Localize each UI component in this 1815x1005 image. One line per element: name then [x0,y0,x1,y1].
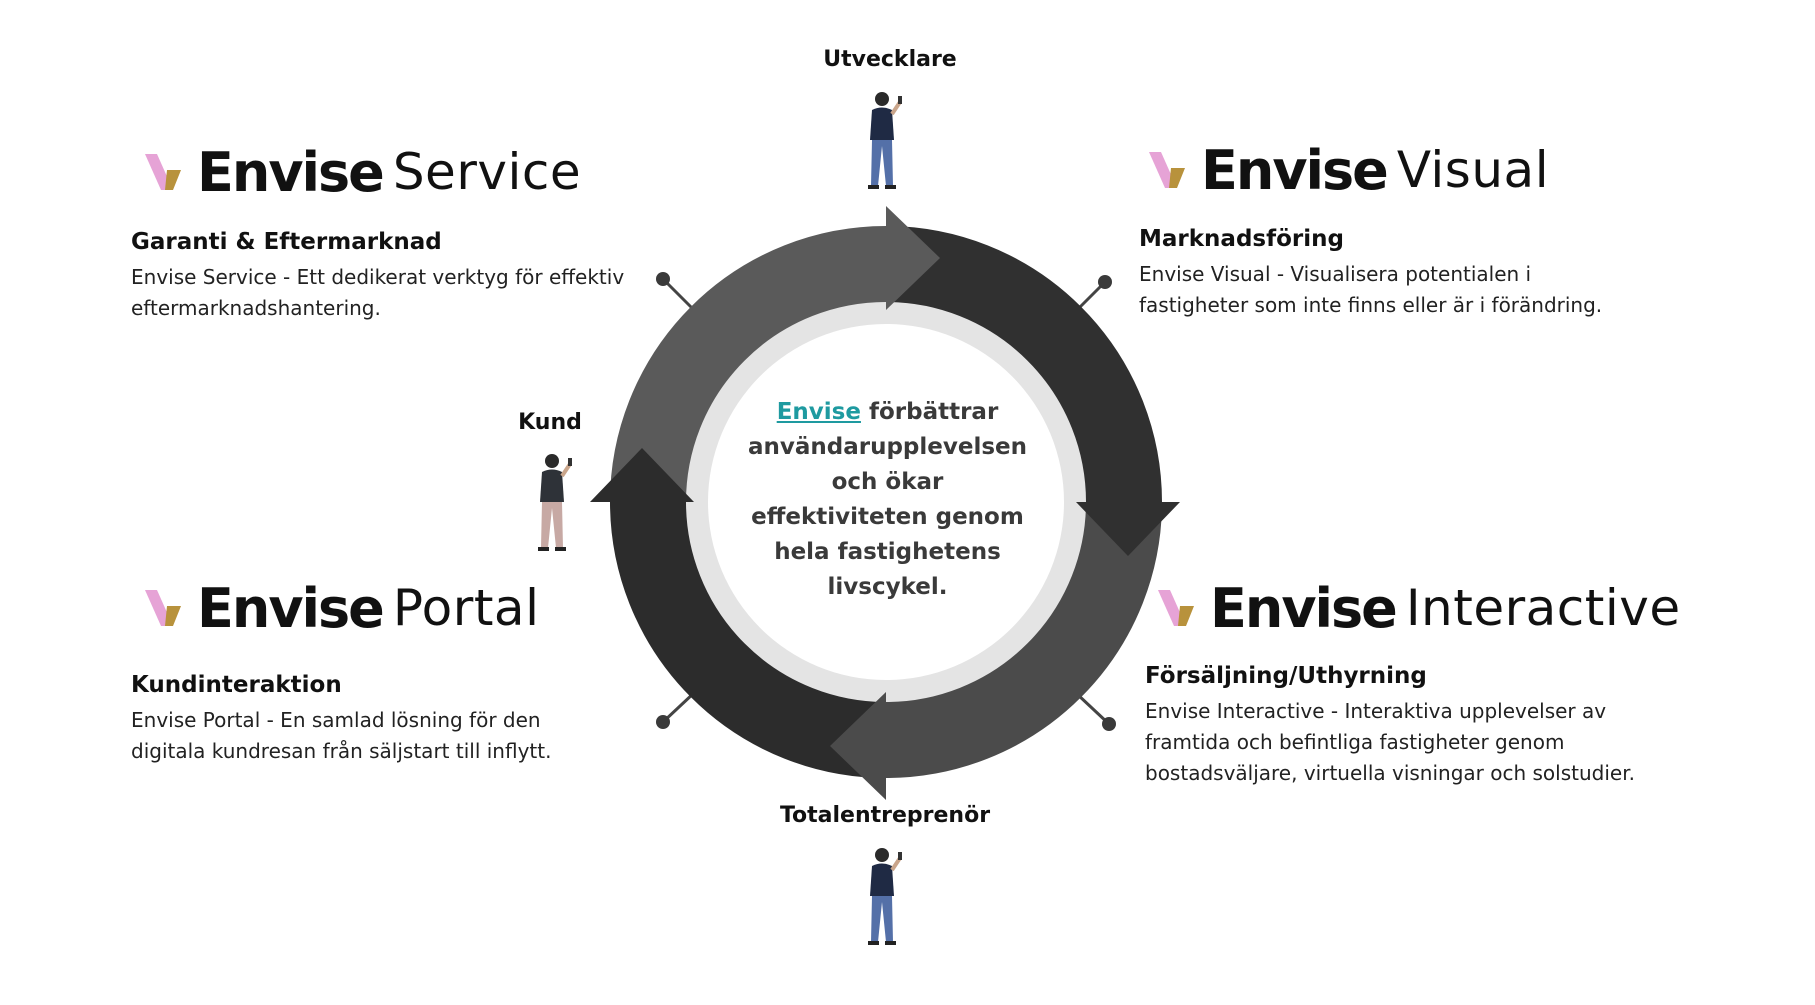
brand-name: Envise [1210,576,1398,640]
role-top: Utvecklare [823,47,957,72]
ring-segment-bottom-right [885,501,1162,778]
product-name: Portal [392,579,540,637]
connector-dot [656,715,670,729]
product-name: Interactive [1405,579,1681,637]
logo-envise-interactive: Envise Interactive [1156,573,1681,643]
envise-logo-icon [1149,152,1185,188]
arrow-head-top [886,206,940,310]
role-bottom: Totalentreprenör [779,803,991,828]
center-statement: Envise förbättrar användarupplevelsen oc… [745,395,1030,605]
envise-logo-icon [145,154,181,190]
person-icon [868,92,902,189]
description-service: Envise Service - Ett dedikerat verktyg f… [131,265,625,320]
ring-segment-top-left [610,226,887,503]
heading-visual: Marknadsföring [1139,226,1344,252]
description-interactive: Envise Interactive - Interaktiva uppleve… [1145,699,1635,785]
center-text: förbättrar användarupplevelsen och ökar … [747,399,1028,600]
connector-dot [1102,717,1116,731]
product-name: Visual [1396,141,1550,199]
cycle-arrow-icon [610,226,1162,778]
envise-link[interactable]: Envise [776,399,861,425]
arrow-head-right [1076,502,1180,556]
heading-service: Garanti & Eftermarknad [131,229,442,255]
connector-dot [1098,275,1112,289]
person-icon [538,454,572,551]
arrow-head-bottom [830,692,886,800]
arrow-head-left [590,448,694,502]
logo-envise-service: Envise Service [143,137,581,207]
description-portal: Envise Portal - En samlad lösning för de… [131,708,552,763]
envise-logo-icon [145,590,181,626]
logo-envise-portal: Envise Portal [143,573,539,643]
connector-dot [656,272,670,286]
envise-logo-icon [1158,590,1194,626]
product-name: Service [392,143,582,201]
logo-envise-visual: Envise Visual [1147,135,1549,205]
brand-name: Envise [197,576,385,640]
heading-interactive: Försäljning/Uthyrning [1145,663,1427,689]
brand-name: Envise [1201,138,1389,202]
brand-name: Envise [197,140,385,204]
ring-segment-top-right [885,226,1162,503]
description-visual: Envise Visual - Visualisera potentialen … [1139,262,1603,317]
heading-portal: Kundinteraktion [131,672,342,698]
person-icon [868,848,902,945]
ring-segment-bottom-left [610,501,887,778]
role-left: Kund [518,410,582,435]
